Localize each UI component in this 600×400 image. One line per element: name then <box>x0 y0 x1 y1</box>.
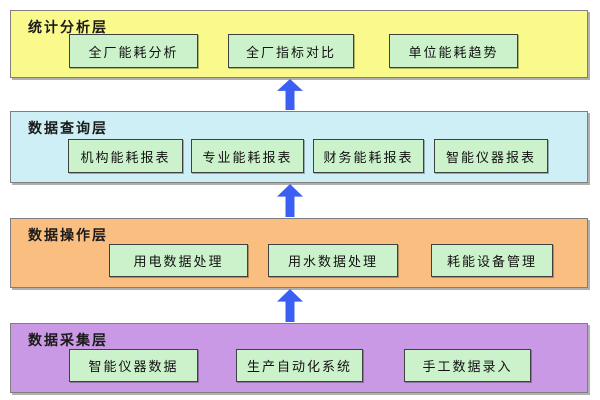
layer-statistical-analysis: 统计分析层 全厂能耗分析 全厂指标对比 单位能耗趋势 <box>10 10 588 78</box>
up-arrow-icon <box>277 79 303 110</box>
module-box: 全厂能耗分析 <box>69 34 198 68</box>
module-box: 生产自动化系统 <box>236 349 363 382</box>
up-arrow-icon <box>277 184 303 217</box>
up-arrow-icon <box>277 289 303 322</box>
module-box: 专业能耗报表 <box>191 139 304 173</box>
layer-data-query: 数据查询层 机构能耗报表 专业能耗报表 财务能耗报表 智能仪器报表 <box>10 111 588 183</box>
module-box: 用电数据处理 <box>109 244 248 277</box>
module-box: 财务能耗报表 <box>313 139 424 173</box>
module-box: 全厂指标对比 <box>228 34 354 68</box>
module-box: 用水数据处理 <box>268 244 398 277</box>
layer-data-collection: 数据采集层 智能仪器数据 生产自动化系统 手工数据录入 <box>10 323 588 393</box>
module-box: 智能仪器数据 <box>69 349 198 382</box>
layer-title: 数据操作层 <box>28 227 108 243</box>
module-box: 机构能耗报表 <box>68 139 183 173</box>
layer-title: 统计分析层 <box>28 19 108 35</box>
layer-data-operation: 数据操作层 用电数据处理 用水数据处理 耗能设备管理 <box>10 218 588 288</box>
module-box: 手工数据录入 <box>404 349 531 382</box>
layer-title: 数据查询层 <box>28 120 108 136</box>
module-box: 智能仪器报表 <box>434 139 548 173</box>
module-box: 耗能设备管理 <box>431 244 553 277</box>
layer-title: 数据采集层 <box>28 332 108 348</box>
module-box: 单位能耗趋势 <box>389 34 518 68</box>
